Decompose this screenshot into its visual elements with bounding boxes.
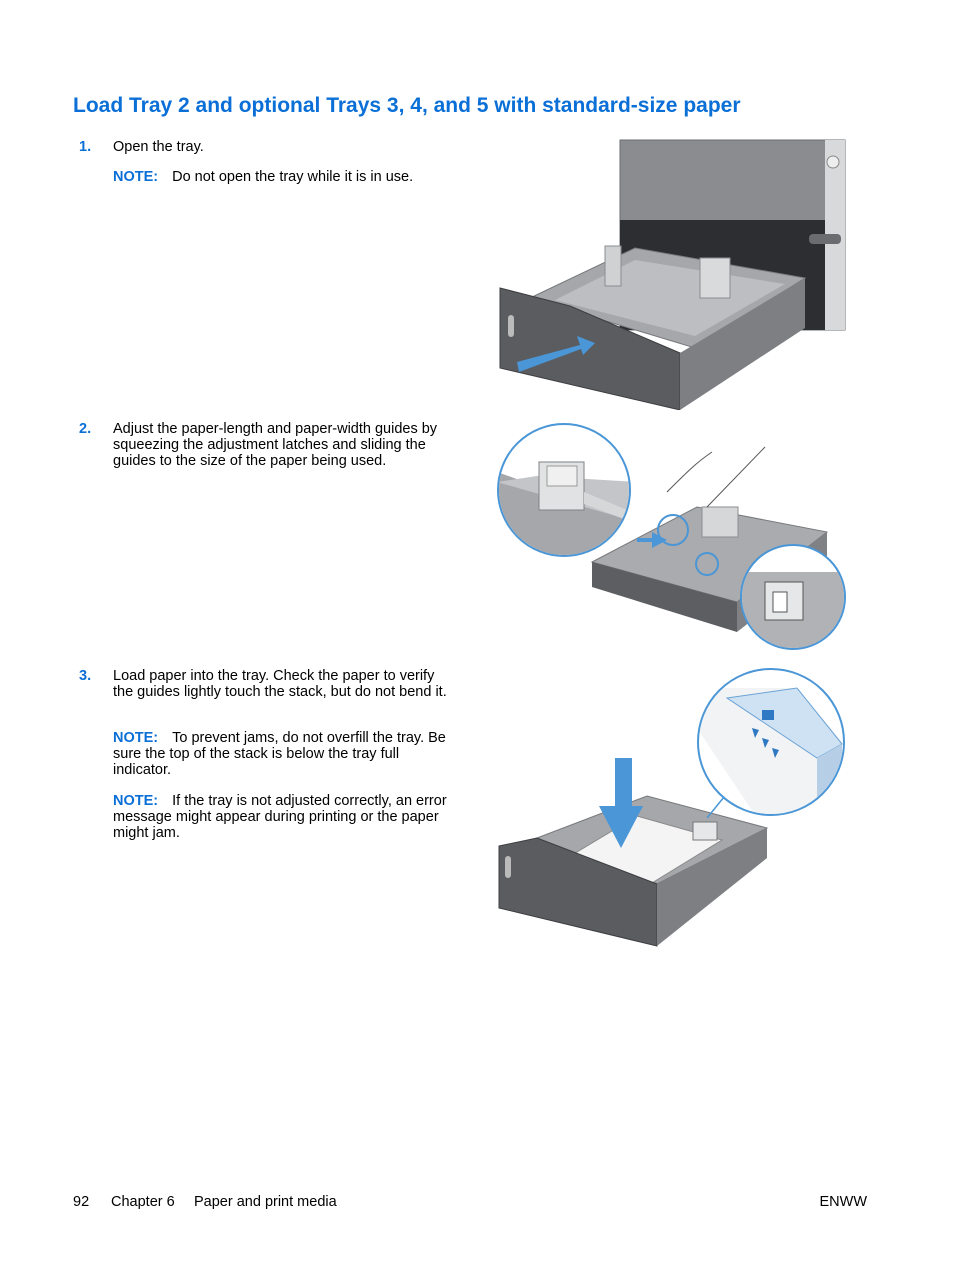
step-3-number: 3. (79, 668, 92, 684)
footer-right: ENWW (819, 1194, 867, 1210)
note-text: If the tray is not adjusted correctly, a… (113, 793, 447, 841)
adjust-guides-illustration (497, 423, 846, 650)
step-1-note: NOTE: Do not open the tray while it is in… (113, 169, 448, 185)
load-paper-illustration (498, 668, 845, 947)
step-3-text: Load paper into the tray. Check the pape… (113, 668, 447, 700)
step-2-text: Adjust the paper-length and paper-width … (113, 421, 438, 469)
note-text: Do not open the tray while it is in use. (172, 169, 414, 185)
footer-chapter: Chapter 6 (111, 1194, 175, 1210)
step-3-note-1: NOTE:To prevent jams, do not overfill th… (113, 730, 448, 778)
step-1-text: Open the tray. (113, 139, 204, 155)
step-1-number: 1. (79, 139, 92, 155)
note-text: To prevent jams, do not overfill the tra… (113, 730, 446, 778)
note-label: NOTE: (113, 730, 159, 746)
open-tray-illustration (499, 139, 846, 410)
footer-section: Paper and print media (194, 1194, 337, 1210)
page-number: 92 (73, 1194, 90, 1210)
step-2-number: 2. (79, 421, 92, 437)
step-3-note-2: NOTE:If the tray is not adjusted correct… (113, 793, 448, 841)
note-label: NOTE: (113, 169, 159, 185)
note-label: NOTE: (113, 793, 159, 809)
page-title: Load Tray 2 and optional Trays 3, 4, and… (73, 94, 741, 117)
